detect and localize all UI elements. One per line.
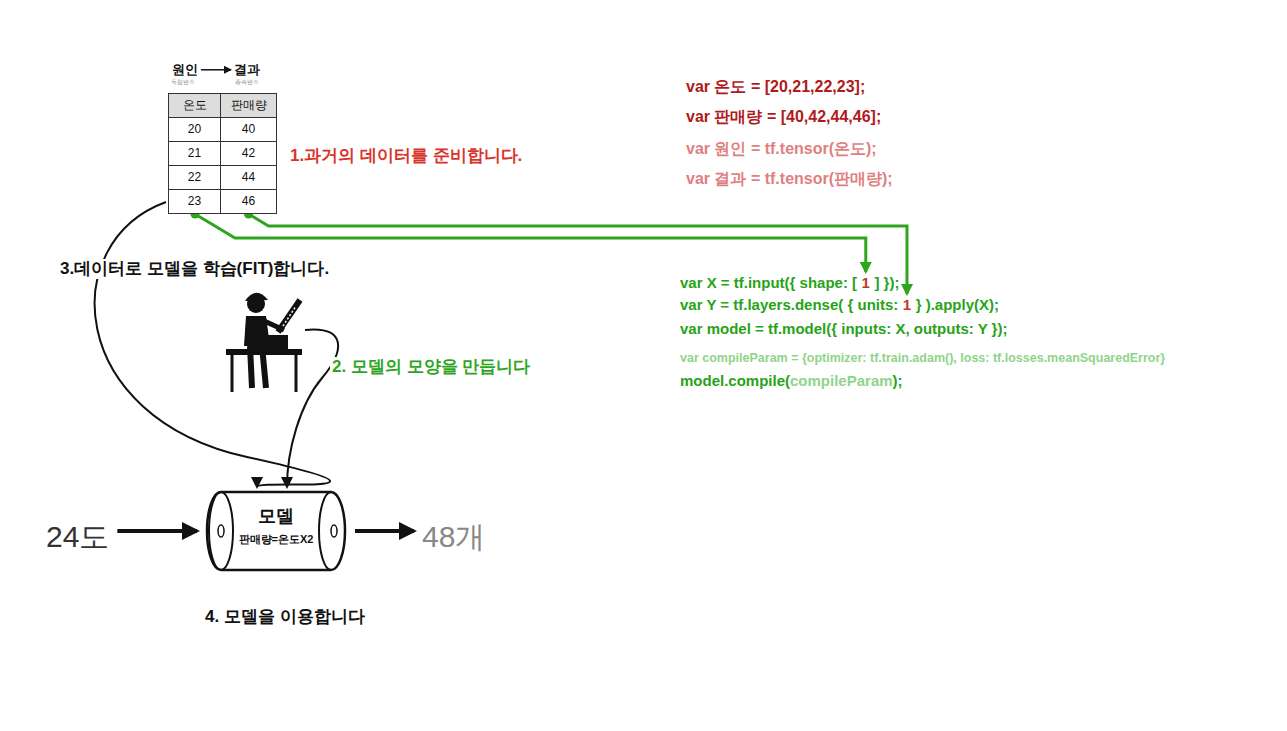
code-token: ); [893,372,903,389]
code-line: var compileParam = {optimizer: tf.train.… [680,351,1165,366]
flow-curve [287,330,338,487]
value-text: 24도 [46,520,109,553]
code-token: var compileParam = {optimizer: tf.train.… [680,351,1165,365]
table-cell: 20 [169,118,221,142]
green-leader-line [249,214,907,294]
value-text: 48개 [422,520,485,553]
code-token: model.compile( [680,372,790,389]
code-token: var X = tf.input({ shape: [ [680,274,857,291]
code-token: var model = tf.model({ inputs: X, output… [680,320,1007,337]
heading-word: 원인 [172,62,198,78]
code-token: } ).apply(X); [916,296,999,313]
code-token: var 판매량 = [40,42,44,46]; [686,108,881,125]
code-token: compileParam [790,372,893,389]
code-token: var 결과 = tf.tensor(판매량); [686,170,893,187]
step-label: 4. 모델을 이용합니다 [205,607,365,627]
flow-arrow [117,529,197,533]
table-header: 온도 [169,94,221,118]
code-line: var 결과 = tf.tensor(판매량); [686,169,893,188]
cylinder-outline [205,490,347,572]
code-token: 1 [862,274,870,291]
code-token: var 원인 = tf.tensor(온도); [686,140,877,157]
model-formula: 판매량=온도X2 [239,532,314,547]
cause-effect-arrow [201,69,231,71]
code-line: model.compile(compileParam); [680,372,903,390]
output-value: 48개 [422,517,485,558]
table-cell: 40 [221,118,276,142]
table-header: 판매량 [221,94,276,118]
code-line: var 온도 = [20,21,22,23]; [686,77,865,96]
table-cell: 21 [169,142,221,166]
table-cell: 22 [169,166,221,190]
model-title: 모델 [258,504,294,528]
code-line: var 판매량 = [40,42,44,46]; [686,107,881,126]
step-label: 3.데이터로 모델을 학습(FIT)합니다. [58,259,331,279]
worker-icon [226,293,302,392]
code-token: var Y = tf.layers.dense( { units: [680,296,898,313]
table-cell: 42 [221,142,276,166]
code-token: 1 [903,296,911,313]
sub-note: 독립변수 [171,79,195,86]
table-cell: 44 [221,166,276,190]
table-cell: 23 [169,190,221,213]
data-table: 온도판매량2040214222442346 [168,93,277,214]
flow-arrow [355,529,414,533]
code-line: var model = tf.model({ inputs: X, output… [680,320,1007,338]
code-line: var 원인 = tf.tensor(온도); [686,139,877,158]
step-label: 2. 모델의 모양을 만듭니다 [330,357,532,377]
code-token: var 온도 = [20,21,22,23]; [686,78,865,95]
flow-arrow [95,202,330,487]
code-line: var Y = tf.layers.dense( { units: 1 } ).ap… [680,296,999,314]
sub-note: 종속변수 [235,79,259,86]
code-token: ] }); [874,274,899,291]
model-cylinder: 모델판매량=온도X2 [205,490,347,572]
table-cell: 46 [221,190,276,213]
heading-word: 결과 [234,62,260,78]
step-label: 1.과거의 데이터를 준비합니다. [290,146,522,166]
input-value: 24도 [46,517,109,558]
code-line: var X = tf.input({ shape: [ 1] }); [680,274,899,292]
